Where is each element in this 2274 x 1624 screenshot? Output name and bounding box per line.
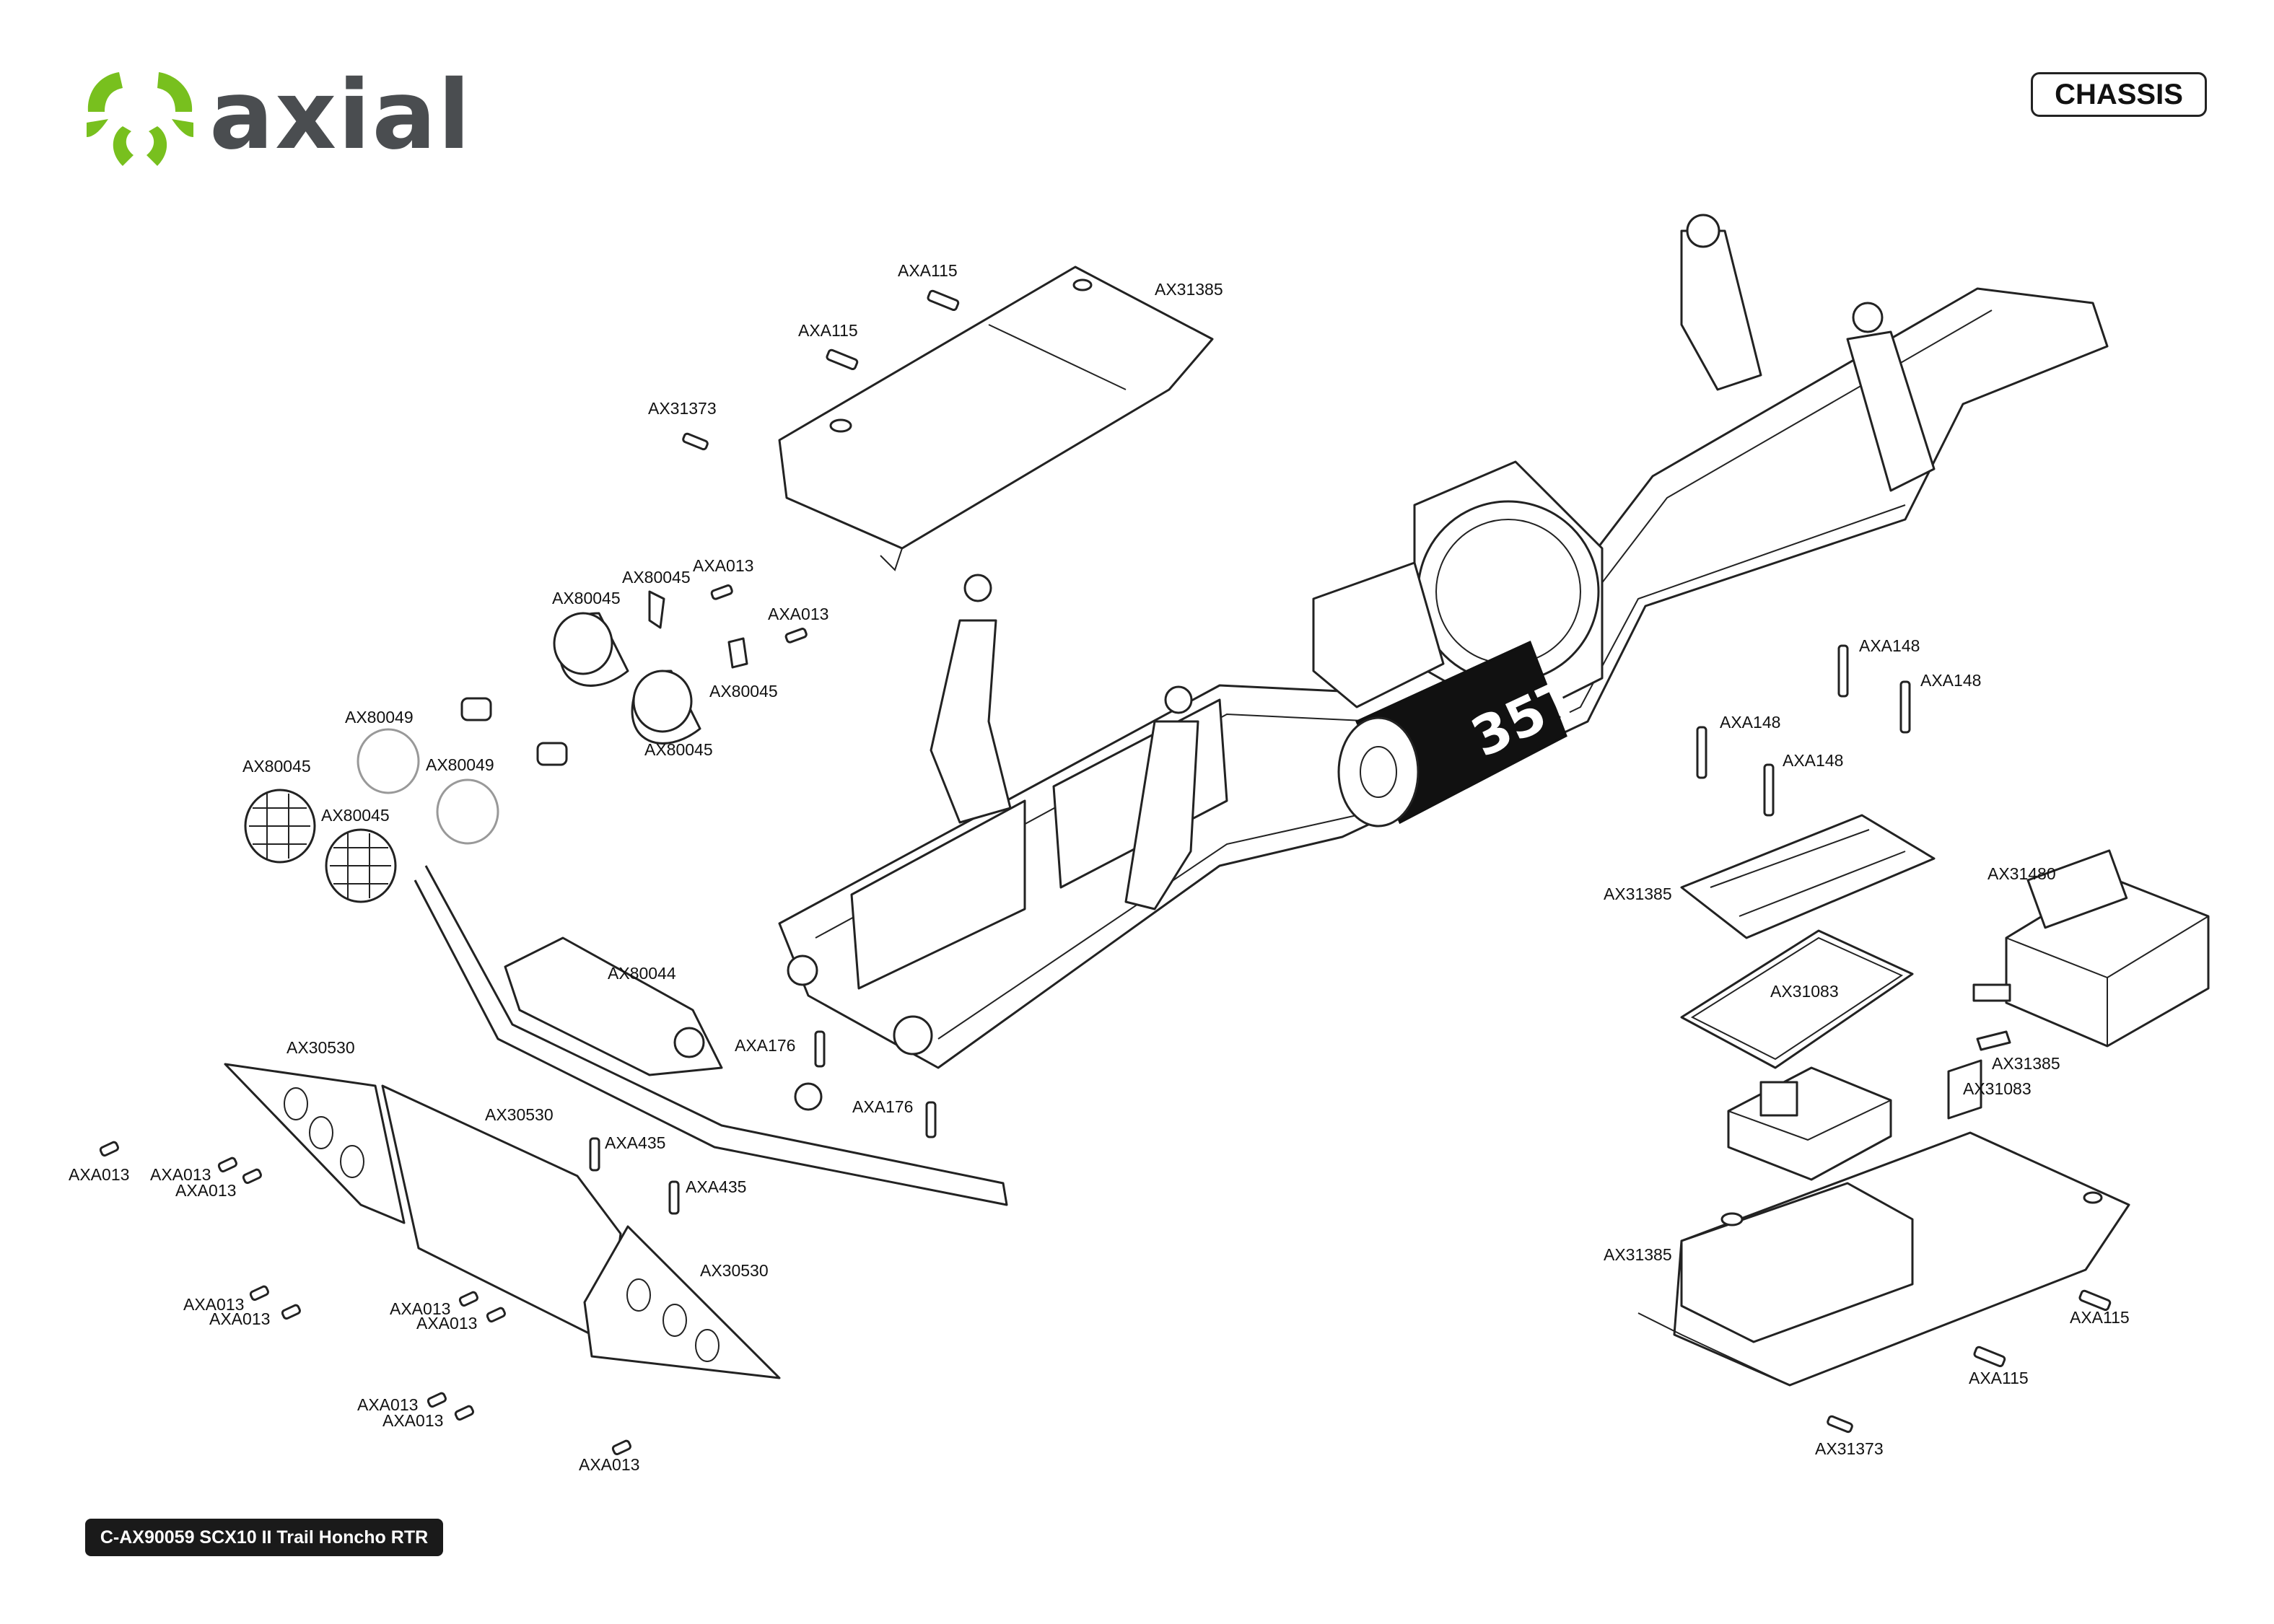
part-label: AX80049 (345, 708, 414, 727)
front-skid-plates (224, 1063, 781, 1379)
part-label: AXA013 (768, 605, 828, 623)
part-label: AXA148 (1920, 671, 1981, 690)
part-label: AX80045 (321, 806, 390, 825)
part-label: AXA013 (175, 1181, 236, 1200)
part-label: AX30530 (700, 1261, 769, 1280)
headlight-buckets (553, 590, 748, 745)
battery-skid-tray (1680, 814, 1936, 939)
part-label: AXA176 (735, 1036, 795, 1055)
part-label: AXA013 (150, 1165, 211, 1184)
rear-shock-towers (1680, 214, 1936, 492)
front-shock-towers (930, 574, 1199, 910)
part-label: AXA148 (1859, 636, 1920, 655)
front-bumper (414, 865, 1008, 1206)
part-label: AXA013 (183, 1295, 244, 1314)
part-label: AXA115 (2070, 1308, 2130, 1327)
part-label: AX30530 (485, 1105, 554, 1124)
brand-wordmark: axial (209, 60, 472, 171)
part-label: AXA435 (605, 1133, 665, 1152)
part-labels: AXA115 AX31385 AXA115 AX31373 AXA013 AX8… (69, 261, 2130, 1474)
part-label: AX80045 (644, 740, 713, 759)
part-label: AXA013 (693, 556, 753, 575)
part-label: AX80045 (242, 757, 311, 776)
part-label: AX30530 (287, 1038, 355, 1057)
part-label: AX31385 (1992, 1054, 2060, 1073)
part-label: AX31385 (1604, 1245, 1672, 1264)
part-label: AXA013 (209, 1309, 270, 1328)
part-label: AXA435 (686, 1177, 746, 1196)
part-label: AXA115 (798, 321, 858, 340)
esc (1972, 849, 2210, 1048)
bottom-battery-tray (1637, 1131, 2130, 1387)
part-label: AXA013 (357, 1395, 418, 1414)
part-label: AXA176 (852, 1097, 913, 1116)
receiver (1727, 1030, 2011, 1181)
part-label: AXA013 (69, 1165, 129, 1184)
top-battery-tray (778, 265, 1214, 571)
axial-logo: axial (79, 65, 541, 173)
gasket (1680, 929, 1914, 1069)
part-label: AX80045 (622, 568, 691, 587)
section-badge: CHASSIS (2031, 72, 2207, 117)
headlight-grilles (244, 697, 568, 903)
part-label: AXA013 (579, 1455, 639, 1474)
part-label: AXA148 (1720, 713, 1780, 732)
screws (99, 289, 2112, 1456)
part-label: AX31385 (1155, 280, 1223, 299)
part-label: AXA115 (898, 261, 958, 280)
part-label: AX31480 (1987, 864, 2056, 883)
part-label: AX31083 (1963, 1079, 2032, 1098)
part-label: AX80045 (552, 589, 621, 607)
part-label: AX80049 (426, 755, 494, 774)
part-label: AX31385 (1604, 885, 1672, 903)
part-label: AXA013 (390, 1299, 450, 1318)
part-label: AX31083 (1770, 982, 1839, 1001)
model-footer: C-AX90059 SCX10 II Trail Honcho RTR (85, 1519, 443, 1556)
part-label: AXA013 (382, 1411, 443, 1430)
transmission (1312, 460, 1604, 723)
axial-emblem-icon (87, 72, 193, 166)
part-label: AXA115 (1969, 1369, 2029, 1387)
part-label: AXA013 (416, 1314, 477, 1333)
part-label: AX80045 (709, 682, 778, 701)
part-label: AX31373 (1815, 1439, 1884, 1458)
part-label: AXA148 (1783, 751, 1843, 770)
part-label: AX80044 (608, 964, 676, 983)
part-label: AX31373 (648, 399, 717, 418)
